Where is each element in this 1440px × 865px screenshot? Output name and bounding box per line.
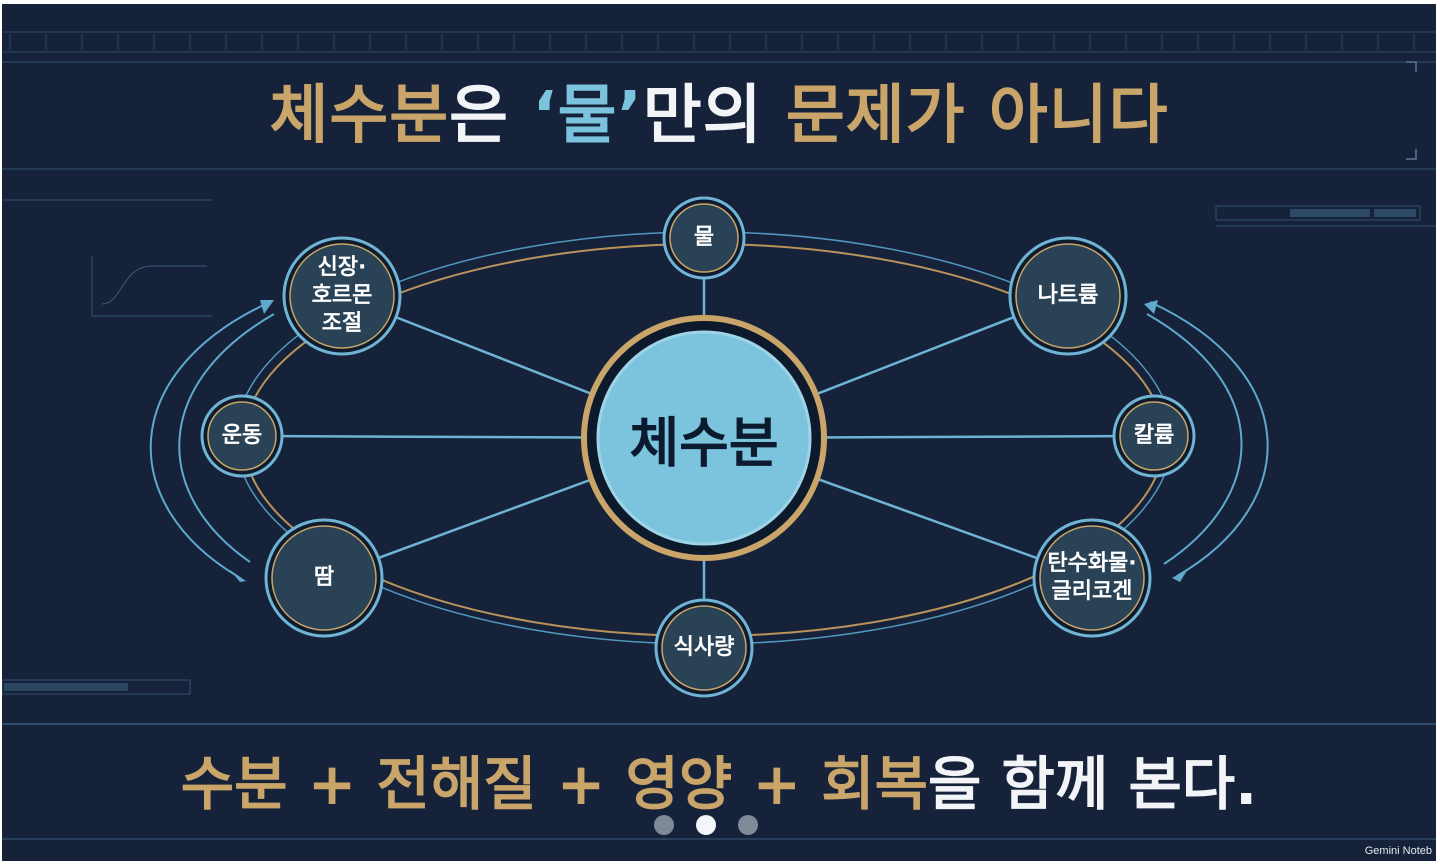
node-water — [669, 203, 739, 273]
title-part-3: ‘물’ — [532, 79, 643, 153]
page-dot-1[interactable] — [654, 815, 674, 835]
node-label-carb: 탄수화물· 글리코겐 — [1047, 551, 1137, 604]
node-sweat — [271, 525, 377, 631]
node-label-intake: 식사량 — [673, 635, 735, 660]
node-label-sodium: 나트륨 — [1037, 283, 1099, 308]
node-exercise — [207, 401, 277, 471]
node-potassium — [1119, 401, 1189, 471]
title-part-2: 은 — [449, 79, 533, 153]
slide-pagination — [654, 815, 764, 837]
bottom-message: 수분 + 전해질 + 영양 + 회복을 함께 본다. — [2, 739, 1436, 829]
bottom-message-part-2: 을 함께 본다. — [927, 750, 1258, 818]
node-label-kidney: 신장· 호르몬 조절 — [311, 255, 373, 336]
bottom-message-part-1: 수분 + 전해질 + 영양 + 회복 — [180, 750, 928, 818]
slide-title: 체수분은 ‘물’만의 문제가 아니다 — [2, 66, 1436, 166]
title-part-1: 체수분 — [269, 79, 450, 153]
center-node-label: 체수분 — [629, 411, 779, 475]
node-label-water: 물 — [693, 225, 715, 250]
arrow-head-left-up — [260, 300, 274, 314]
node-label-potassium: 칼륨 — [1133, 423, 1175, 448]
page-dot-2[interactable] — [696, 815, 716, 835]
arrow-head-left-down — [230, 570, 246, 582]
node-label-sweat: 땀 — [313, 565, 335, 590]
node-carb — [1039, 525, 1145, 631]
title-part-5: 문제가 아니다 — [762, 79, 1169, 153]
title-part-4: 만의 — [642, 79, 763, 153]
arrow-head-right-down — [1172, 569, 1188, 582]
page-dot-3[interactable] — [738, 815, 758, 835]
cycle-arrows — [149, 301, 1269, 577]
node-sodium — [1015, 243, 1121, 349]
slide-decor — [2, 31, 1436, 840]
node-kidney — [289, 243, 395, 349]
arrow-head-right-up — [1144, 300, 1158, 314]
node-intake — [661, 605, 747, 691]
notebook-watermark: Gemini Noteb — [1364, 845, 1432, 857]
node-label-exercise: 운동 — [221, 423, 263, 448]
